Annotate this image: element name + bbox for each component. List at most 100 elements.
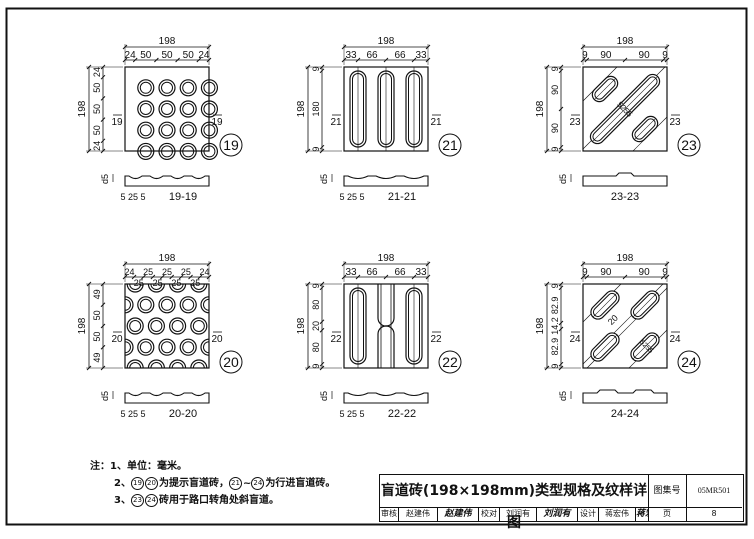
detail-number-circle	[219, 350, 243, 374]
dot-inner	[182, 124, 195, 137]
section-mark-label: 21	[330, 117, 342, 128]
dot-inner	[182, 145, 195, 158]
side-chain-dim-label: 50	[92, 310, 102, 320]
dot-outer	[169, 317, 187, 335]
dot-outer	[137, 79, 155, 97]
detail-number: 19	[223, 137, 239, 153]
dot-inner	[161, 298, 173, 311]
side-chain-dim-label: 180	[311, 101, 321, 116]
dim-tick	[100, 96, 106, 101]
side-chain-dim-label: 49	[92, 289, 102, 299]
dot-grid	[125, 284, 209, 368]
dot-outer	[200, 100, 219, 118]
checker-name: 刘润有	[500, 507, 537, 521]
dot-inner	[182, 103, 195, 115]
detail-number-circle	[219, 133, 243, 157]
dot-outer	[190, 359, 208, 368]
dot-inner	[171, 362, 184, 368]
dot-inner	[192, 284, 205, 290]
diagonal-bar	[591, 75, 619, 103]
detail-number-circle	[438, 133, 462, 157]
chain-dim-label: 33	[415, 50, 427, 61]
chain-dim-label: 24	[198, 50, 210, 61]
dim-tick	[558, 326, 564, 332]
dim-tick	[154, 57, 159, 63]
dot-outer	[158, 121, 176, 139]
chain-dim-label: 66	[366, 267, 378, 278]
reviewer-name: 赵建伟	[399, 507, 438, 521]
dim-tick	[197, 274, 203, 280]
section-dims-label: 5 25 5	[339, 192, 364, 202]
dim-tick	[100, 117, 106, 122]
chain-dim-label: 25	[153, 278, 163, 288]
atlas-number: 05MR501	[686, 475, 742, 508]
chain-dim-label: 66	[394, 267, 406, 278]
side-chain-dim-label: 50	[92, 83, 102, 93]
dim-tick	[660, 274, 666, 280]
dot-inner	[139, 103, 152, 115]
dot-inner	[203, 341, 209, 354]
dim-tick	[100, 365, 106, 371]
overall-side-dim-label: 198	[535, 317, 546, 334]
dim-tick	[558, 148, 564, 154]
dot-outer	[126, 284, 144, 293]
dot-inner	[139, 145, 152, 158]
dot-outer	[137, 338, 155, 356]
depth-label: d5	[319, 174, 329, 184]
side-chain-dim-label: 90	[550, 123, 560, 133]
bar-centerline	[632, 334, 658, 360]
section-mark-label: 23	[669, 117, 681, 128]
dot-inner	[171, 320, 184, 332]
tile-pattern	[137, 79, 219, 161]
dim-tick	[319, 327, 325, 333]
dim-tick	[425, 274, 431, 280]
side-chain-dim-label: 24	[92, 67, 102, 77]
chain-dim-label: 90	[600, 267, 612, 278]
dim-tick	[411, 274, 417, 280]
diagonal-bar	[630, 332, 660, 362]
side-chain-dim-label: 80	[311, 300, 321, 310]
review-label: 审核	[380, 507, 399, 521]
bar-centerline	[592, 334, 618, 360]
side-chain-dim-label: 9	[311, 66, 321, 71]
dot-outer	[179, 142, 197, 161]
dim-tick	[319, 144, 325, 150]
diagonal-bar	[589, 73, 661, 145]
detail-number: 22	[442, 354, 458, 370]
overall-dim-label: 198	[159, 36, 176, 47]
dot-outer	[125, 296, 134, 314]
reviewer-signature: 赵建伟	[438, 507, 479, 521]
dot-inner	[192, 320, 205, 332]
dot-outer	[126, 359, 144, 368]
section-label: 21-21	[388, 191, 416, 203]
dim-tick	[341, 261, 347, 267]
detail-number-circle	[438, 350, 462, 374]
dim-tick	[319, 281, 325, 287]
dim-tick	[622, 274, 628, 280]
dot-inner	[203, 298, 209, 311]
dim-tick	[383, 57, 389, 63]
side-chain-dim-label: 50	[92, 125, 102, 135]
dot-inner	[161, 124, 173, 137]
chain-dim-label: 25	[143, 267, 153, 277]
bar-centerline	[592, 292, 618, 318]
dim-tick	[319, 148, 325, 154]
dim-tick	[206, 274, 212, 280]
dot-inner	[129, 284, 142, 290]
diagonal-bar	[630, 290, 660, 320]
diagonal-bar	[590, 290, 620, 320]
section-profile: d5 5 25 5 21-21	[319, 174, 429, 203]
section-mark-label: 19	[111, 117, 123, 128]
dim-tick	[664, 261, 670, 267]
dot-inner	[129, 320, 142, 332]
depth-label: d5	[319, 391, 329, 401]
dot-inner	[192, 362, 205, 368]
dim-tick	[580, 261, 586, 267]
dim-tick	[319, 361, 325, 367]
